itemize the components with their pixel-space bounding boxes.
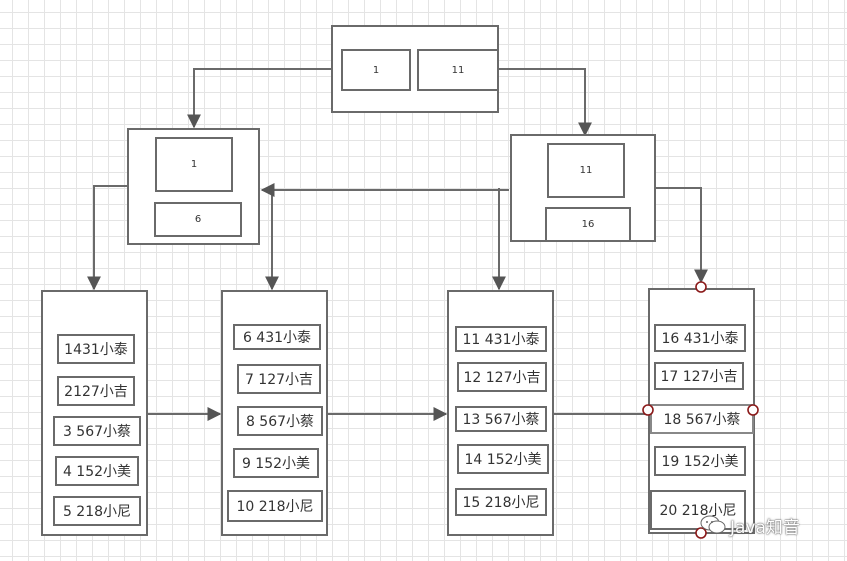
- root-key-cell: 1: [341, 49, 411, 91]
- leaf-row: 3 567小蔡: [53, 416, 141, 446]
- leaf-row: 16 431小泰: [654, 324, 746, 352]
- leaf-row: 1431小泰: [57, 334, 135, 364]
- leaf-row: 6 431小泰: [233, 324, 321, 350]
- internal-key-cell: 6: [154, 202, 242, 237]
- internal-node-left: 1 6: [127, 128, 260, 245]
- leaf-row: 11 431小泰: [455, 326, 547, 352]
- right-internal-to-leaf4-connector: [655, 187, 708, 284]
- leaf-row: 9 152小美: [233, 448, 319, 478]
- wechat-icon: [700, 515, 726, 534]
- leaf-row: 19 152小美: [654, 446, 746, 476]
- leaf-row: 13 567小蔡: [455, 406, 547, 432]
- leaf-node: 1431小泰 2127小吉 3 567小蔡 4 152小美 5 218小尼: [41, 290, 148, 536]
- leaf-row: 14 152小美: [457, 444, 549, 474]
- root-node: 1 11: [331, 25, 499, 113]
- left-internal-to-leaf1-connector: [87, 185, 128, 291]
- leaf-node: 16 431小泰 17 127小吉 18 567小蔡 19 152小美 20 2…: [648, 288, 755, 534]
- internal-key-cell: 16: [545, 207, 631, 242]
- leaf-row: 7 127小吉: [237, 364, 321, 394]
- root-key-cell: 11: [417, 49, 499, 91]
- leaf-row: 10 218小尼: [227, 490, 323, 522]
- leaf-row: 2127小吉: [57, 376, 135, 406]
- leaf-row: 15 218小尼: [455, 488, 547, 516]
- internal-key-cell: 11: [547, 143, 625, 198]
- leaf-row: 8 567小蔡: [237, 406, 323, 436]
- leaf-row: 17 127小吉: [654, 362, 744, 390]
- leaf-row: 18 567小蔡: [650, 404, 754, 434]
- leaf-row: 5 218小尼: [53, 496, 141, 526]
- root-to-right-internal-connector: [499, 68, 592, 137]
- leaf-node: 11 431小泰 12 127小吉 13 567小蔡 14 152小美 15 2…: [447, 290, 554, 536]
- leaf-row: 12 127小吉: [457, 362, 547, 392]
- internal-node-right: 11 16: [510, 134, 656, 242]
- internal-key-cell: 1: [155, 137, 233, 192]
- watermark: Java知音: [700, 512, 840, 538]
- watermark-text: Java知音: [730, 517, 800, 538]
- root-to-left-internal-connector: [187, 68, 331, 129]
- leaf-row: 4 152小美: [55, 456, 139, 486]
- leaf-node: 6 431小泰 7 127小吉 8 567小蔡 9 152小美 10 218小尼: [221, 290, 328, 536]
